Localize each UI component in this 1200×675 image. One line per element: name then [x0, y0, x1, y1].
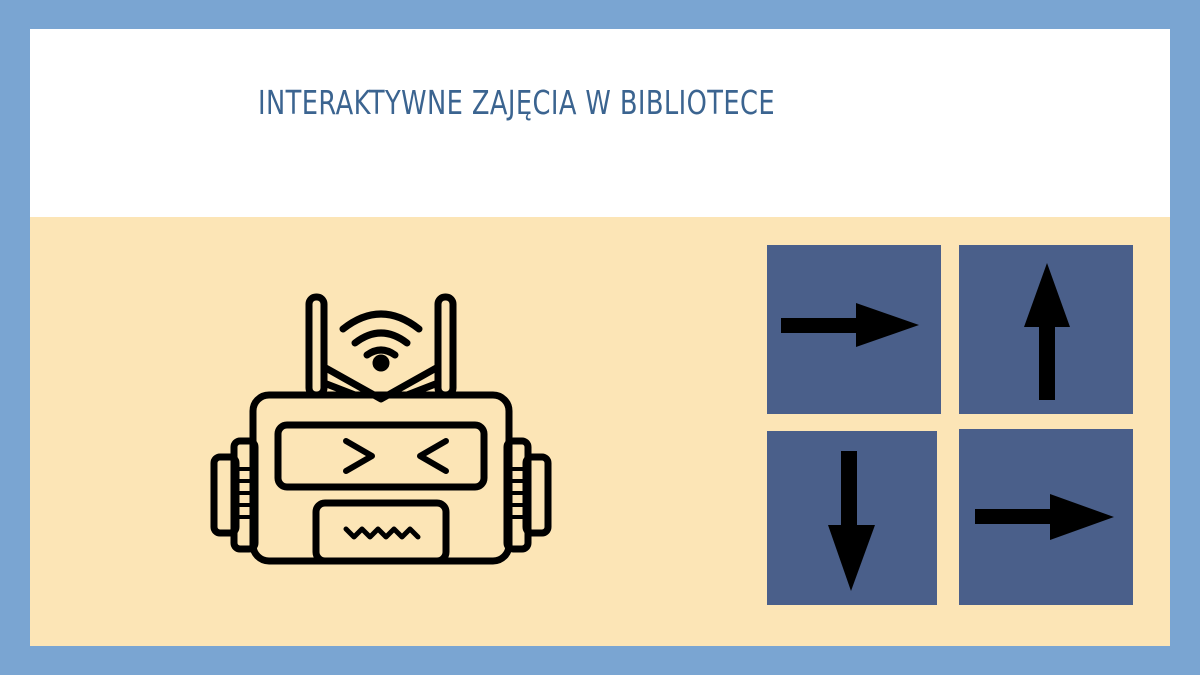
- slide-title: INTERAKTYWNE ZAJĘCIA W BIBLIOTECE: [258, 83, 776, 122]
- arrow-right-icon: [781, 303, 919, 347]
- arrow-tile-right: [767, 245, 941, 414]
- arrow-tile-up: [959, 245, 1133, 414]
- robot-icon: [210, 293, 552, 565]
- arrow-tile-down: [767, 431, 937, 605]
- slide-card: INTERAKTYWNE ZAJĘCIA W BIBLIOTECE: [30, 29, 1170, 646]
- arrow-tile-right: [959, 429, 1133, 605]
- arrow-right-icon: [975, 494, 1114, 540]
- slide-header: INTERAKTYWNE ZAJĘCIA W BIBLIOTECE: [30, 29, 1170, 217]
- arrow-down-icon: [828, 451, 875, 591]
- arrow-up-icon: [1024, 263, 1070, 400]
